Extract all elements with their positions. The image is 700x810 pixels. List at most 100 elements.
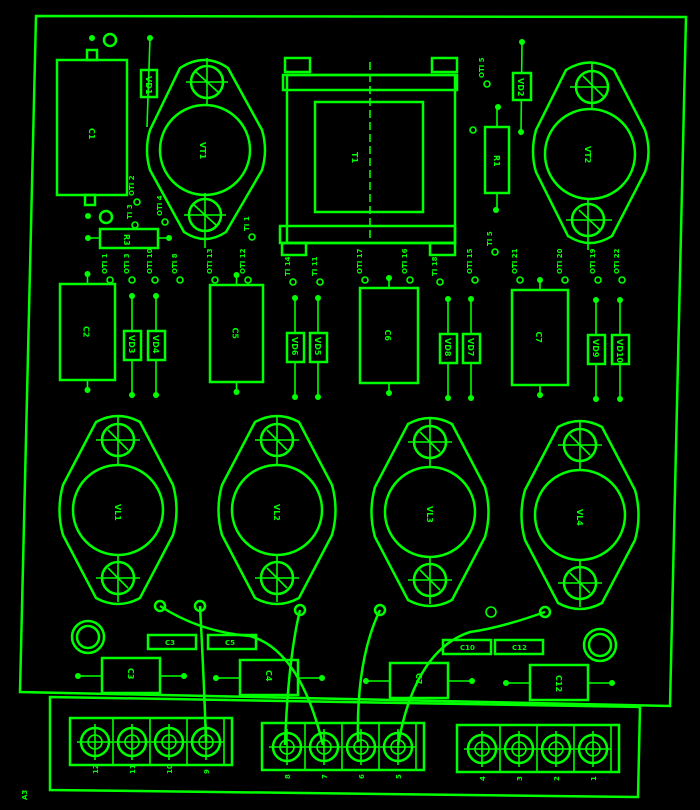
label-vd4: VD4: [151, 335, 160, 354]
component-r_d: C12: [495, 640, 543, 654]
test-point: OTI 5: [478, 57, 490, 87]
test-point-label: TI 11: [311, 256, 319, 276]
test-point-label: OTI 10: [146, 248, 154, 274]
terminal-screw[interactable]: 4: [464, 725, 500, 781]
label-vd6: VD6: [290, 337, 299, 356]
transistor-vl3: VL3: [372, 418, 489, 606]
test-point: OTI 10: [146, 248, 158, 283]
transistor-vl1: VL1: [60, 416, 177, 604]
label-vd3: VD3: [127, 335, 136, 353]
mounting-hole: [104, 34, 116, 46]
diode-vd6: VD6: [287, 295, 304, 400]
terminal-screw[interactable]: 2: [538, 725, 574, 781]
terminal-screw[interactable]: 7: [306, 723, 342, 779]
test-point-label: OTI 21: [511, 248, 519, 274]
test-point: OTI 19: [589, 248, 601, 283]
mounting-hole: [584, 629, 616, 661]
test-point: OTI 17: [356, 248, 368, 283]
label-vd1: VD1: [144, 76, 153, 95]
terminal-panel-outline: [50, 697, 640, 797]
label-vd2: VD2: [516, 78, 525, 96]
test-point-label: TI 5: [486, 231, 494, 246]
terminal-screw[interactable]: 1: [575, 725, 611, 781]
label-vd7: VD7: [466, 338, 475, 356]
diode-vd5: VD5: [310, 295, 327, 400]
test-point: OTI 20: [556, 248, 568, 283]
label-c5: C5: [231, 328, 240, 340]
label-vl2: VL2: [272, 504, 281, 521]
test-point-label: OTI 20: [556, 248, 564, 274]
test-point: OTI 13: [206, 248, 218, 283]
diode-vd1: VD1: [141, 35, 157, 127]
test-point-label: OTI 2: [128, 175, 136, 196]
label-cap_d: C12: [554, 675, 563, 692]
test-point: TI 11: [311, 256, 323, 285]
test-point-label: OTI 12: [239, 248, 247, 274]
resistor-r3: R3: [85, 229, 172, 248]
terminal-screw[interactable]: 6: [343, 723, 379, 779]
test-point-label: TI 18: [431, 256, 439, 276]
component-r_a: C3: [148, 635, 196, 649]
mounting-hole: [72, 621, 104, 653]
terminal-screw[interactable]: 3: [501, 725, 537, 781]
board-outline: [20, 16, 686, 706]
mounting-hole: [486, 607, 496, 617]
test-point-label: OTI 5: [478, 57, 486, 78]
test-point: OTI 2: [128, 175, 140, 205]
transformer-t1: T1: [280, 58, 457, 255]
test-point: TI 14: [284, 256, 296, 285]
terminal-screw[interactable]: 11: [114, 718, 150, 774]
test-point: TI 1: [243, 216, 255, 240]
terminal-number: 7: [321, 774, 329, 779]
terminal-number: 2: [553, 776, 561, 781]
terminal-screw[interactable]: 12: [77, 718, 113, 774]
terminal-number: 12: [92, 764, 100, 774]
label-c6: C6: [383, 330, 392, 342]
terminal-number: 4: [479, 776, 487, 781]
terminal-screw[interactable]: 8: [269, 723, 305, 779]
capacitor-c2: C2: [60, 271, 115, 393]
capacitor-c7: C7: [512, 277, 568, 398]
capacitor-cap_a: C3: [75, 658, 187, 693]
test-point-label: OTI 19: [589, 248, 597, 274]
diode-vd8: VD8: [440, 296, 457, 401]
mounting-hole: [100, 211, 112, 223]
label-c1: C1: [87, 128, 96, 140]
terminal-block: 12 11 10 9: [70, 718, 232, 774]
test-point: OTI 3: [123, 253, 135, 283]
test-point: TI 3: [126, 204, 138, 228]
terminal-number: 8: [284, 774, 292, 779]
label-r_d: C12: [512, 644, 527, 652]
test-point: OTI 12: [239, 248, 251, 283]
label-vl4: VL4: [575, 509, 584, 526]
mounting-hole: [470, 127, 476, 133]
test-point-label: OTI 15: [466, 248, 474, 274]
terminal-block: 4 3 2 1: [457, 725, 619, 781]
terminal-block: 8 7 6 5: [262, 723, 424, 779]
transistor-vl4: VL4: [522, 421, 639, 609]
diode-vd2: VD2: [513, 39, 531, 135]
terminal-number: 3: [516, 776, 524, 781]
diode-vd3: VD3: [124, 293, 141, 398]
terminal-number: 9: [203, 769, 211, 774]
capacitor-c6: C6: [360, 275, 418, 396]
test-point-label: OTI 13: [206, 248, 214, 274]
label-vl3: VL3: [425, 506, 434, 523]
test-point-label: OTI 17: [356, 248, 364, 274]
label-vd5: VD5: [313, 337, 322, 356]
terminal-number: 6: [358, 774, 366, 779]
label-r_a: C3: [165, 639, 175, 647]
test-point-label: TI 14: [284, 256, 292, 276]
test-point: OTI 16: [401, 248, 413, 283]
terminal-number: 5: [395, 774, 403, 779]
terminal-number: 1: [590, 776, 598, 781]
capacitor-c1: C1: [57, 35, 127, 219]
terminal-number: 10: [166, 764, 174, 774]
terminal-screw[interactable]: 10: [151, 718, 187, 774]
label-cap_a: C3: [126, 668, 135, 679]
test-point-label: TI 3: [126, 204, 134, 219]
label-cap_b: C4: [264, 670, 273, 682]
test-point-label: OTI 4: [156, 195, 164, 216]
